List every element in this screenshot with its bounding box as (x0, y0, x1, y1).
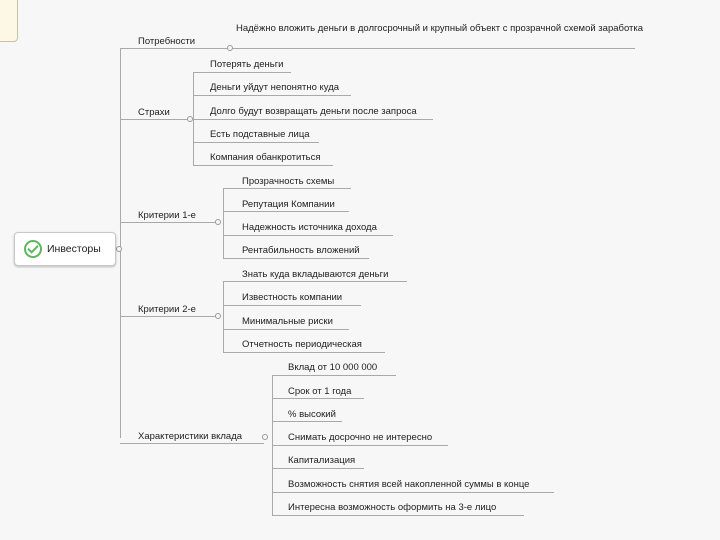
branch-label-criteria-2: Критерии 2-е (138, 304, 196, 315)
leaf-item: Рентабильность вложений (242, 245, 360, 256)
branch-underline (120, 316, 218, 317)
leaf-item: Прозрачность схемы (242, 176, 335, 187)
branch-bracket (223, 281, 224, 352)
root-collapse-knob[interactable] (116, 246, 122, 252)
branch-bracket (223, 188, 224, 258)
trunk-line (120, 48, 121, 438)
leaf-underline (193, 119, 433, 120)
branch-collapse-knob[interactable] (227, 45, 233, 51)
leaf-underline (223, 235, 393, 236)
leaf-item: Есть подставные лица (210, 129, 310, 140)
leaf-underline (272, 421, 342, 422)
leaf-underline (193, 72, 291, 73)
branch-collapse-knob[interactable] (262, 434, 268, 440)
leaf-underline (223, 352, 385, 353)
branch-label-criteria-1: Критерии 1-е (138, 210, 196, 221)
leaf-underline (193, 165, 333, 166)
leaf-underline (233, 48, 635, 49)
branch-collapse-knob[interactable] (215, 219, 221, 225)
leaf-item: Надёжно вложить деньги в долгосрочный и … (236, 23, 644, 34)
leaf-underline (272, 398, 364, 399)
branch-underline (120, 119, 190, 120)
leaf-item: Знать куда вкладываются деньги (242, 269, 389, 280)
branch-underline (120, 222, 218, 223)
branch-label-fears: Страхи (138, 107, 170, 118)
root-node[interactable]: Инвесторы (14, 232, 116, 266)
branch-collapse-knob[interactable] (187, 116, 193, 122)
leaf-underline (223, 305, 361, 306)
leaf-underline (272, 492, 554, 493)
check-circle-icon (24, 240, 42, 258)
branch-label-deposit: Характеристики вклада (138, 431, 243, 442)
leaf-underline (223, 258, 369, 259)
leaf-item: Капитализация (288, 455, 356, 466)
leaf-item: Минимальные риски (242, 316, 333, 327)
branch-label-needs: Потребности (138, 36, 196, 47)
leaf-underline (223, 188, 351, 189)
leaf-underline (272, 468, 364, 469)
leaf-underline (193, 95, 351, 96)
leaf-underline (223, 211, 349, 212)
branch-underline (120, 443, 264, 444)
leaf-item: Долго будут возвращать деньги после запр… (210, 106, 417, 117)
leaf-underline (272, 375, 396, 376)
leaf-item: Снимать досрочно не интересно (288, 432, 433, 443)
leaf-item: Репутация Компании (242, 199, 335, 210)
leaf-item: Интересна возможность оформить на 3-е ли… (288, 502, 497, 513)
branch-bracket (193, 72, 194, 165)
branch-underline (120, 48, 230, 49)
leaf-item: % высокий (288, 409, 336, 420)
leaf-underline (193, 142, 319, 143)
leaf-underline (223, 329, 349, 330)
leaf-item: Отчетность периодическая (242, 339, 362, 350)
leaf-underline (272, 445, 448, 446)
leaf-item: Известность компании (242, 292, 343, 303)
branch-collapse-knob[interactable] (215, 313, 221, 319)
leaf-item: Срок от 1 года (288, 386, 352, 397)
leaf-item: Возможность снятия всей накопленной сумм… (288, 479, 530, 490)
leaf-underline (223, 281, 407, 282)
corner-note-card (0, 0, 18, 42)
leaf-item: Вклад от 10 000 000 (288, 362, 378, 373)
root-label: Инвесторы (47, 243, 101, 255)
leaf-item: Надежность источника дохода (242, 222, 377, 233)
leaf-item: Потерять деньги (210, 59, 284, 70)
leaf-item: Компания обанкротиться (210, 152, 321, 163)
leaf-item: Деньги уйдут непонятно куда (210, 82, 340, 93)
leaf-underline (272, 515, 524, 516)
